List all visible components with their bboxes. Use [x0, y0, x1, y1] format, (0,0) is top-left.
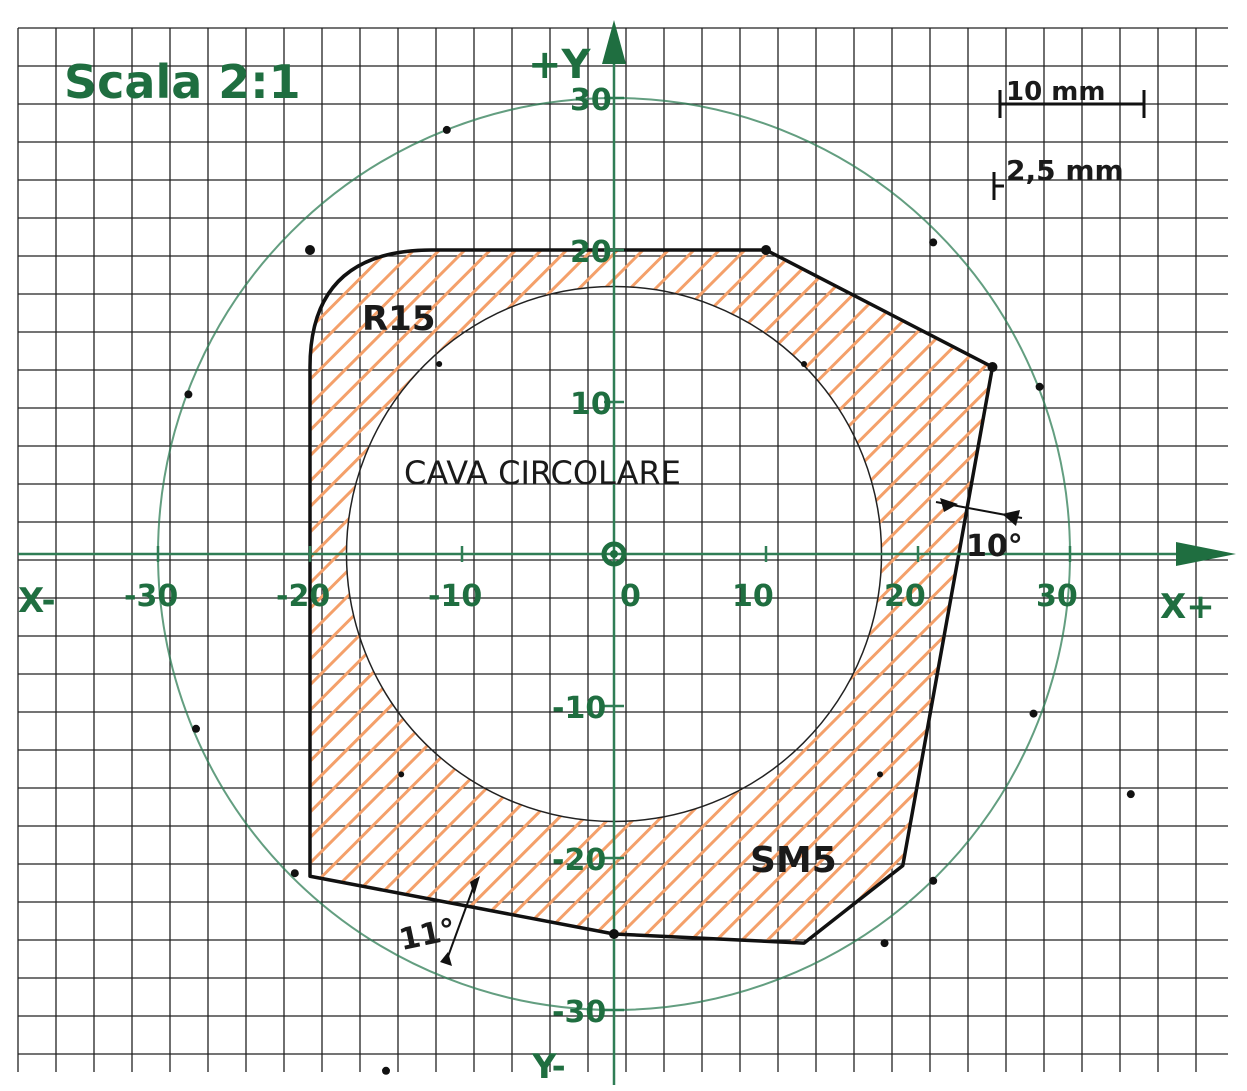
x-tick-label: 0: [620, 579, 641, 614]
pocket-point: [398, 771, 405, 778]
construction-point: [929, 876, 938, 885]
profile-points: [184, 125, 1135, 1075]
chamfer-label: SM5: [750, 840, 837, 881]
angle-bottom-arrows: [440, 876, 480, 966]
x-minus-label: X-: [18, 581, 56, 621]
construction-point: [442, 125, 451, 134]
x-tick-label: 30: [1036, 579, 1078, 614]
origin-marker: [601, 541, 627, 567]
legend-major-label: 10 mm: [1006, 77, 1105, 107]
vertex-point: [305, 245, 315, 255]
y-tick-label: 20: [570, 235, 612, 270]
construction-point: [290, 869, 299, 878]
construction-point: [880, 939, 889, 948]
scale-legend: 10 mm 2,5 mm: [992, 77, 1146, 200]
pocket-label: CAVA CIRCOLARE: [404, 454, 681, 492]
y-tick-label: 30: [570, 83, 612, 118]
origin-dot: [610, 550, 618, 558]
x-tick-label: -20: [276, 579, 330, 614]
construction-point: [184, 390, 193, 399]
angle-right-arrows: [935, 498, 1023, 526]
vertex-point: [609, 929, 619, 939]
construction-point: [192, 724, 200, 733]
x-tick-label: -10: [428, 579, 482, 614]
arrowhead-icon: [440, 952, 452, 966]
legend-minor-label: 2,5 mm: [1006, 154, 1124, 187]
angle-right-label: 10°: [966, 529, 1023, 564]
fillet-radius-label: R15: [362, 299, 436, 339]
y-tick-label: -20: [552, 843, 606, 878]
vertex-point: [761, 245, 771, 255]
pocket-point: [801, 361, 807, 367]
y-tick-label: -10: [552, 691, 606, 726]
x-tick-label: 10: [732, 579, 774, 614]
construction-point: [1035, 382, 1044, 391]
x-axis-arrow-icon: [1176, 542, 1236, 566]
construction-point: [1126, 790, 1135, 799]
y-tick-label: 10: [570, 387, 612, 422]
axes: [18, 20, 1236, 1085]
axis-ticks: [156, 96, 1072, 1012]
construction-point: [1029, 709, 1038, 718]
x-tick-label: 20: [884, 579, 926, 614]
arrowhead-icon: [940, 498, 958, 512]
construction-point: [382, 1066, 390, 1075]
y-axis-arrow-icon: [602, 20, 626, 64]
x-plus-label: X+: [1160, 587, 1215, 627]
x-tick-label: -30: [124, 579, 178, 614]
y-tick-label: -30: [552, 995, 606, 1030]
pocket-point: [436, 361, 443, 367]
arrowhead-icon: [470, 876, 480, 896]
axis-tick-labels: -30 -20 -10 0 10 20 30 30 20 10 -10 -20 -30: [124, 83, 1078, 1030]
construction-point: [929, 238, 938, 247]
vertex-point: [987, 362, 998, 373]
arrowhead-icon: [1002, 510, 1020, 526]
hatched-material: [310, 250, 993, 944]
y-minus-label: Y-: [531, 1047, 566, 1087]
y-plus-label: +Y: [528, 42, 592, 88]
scale-label: Scala 2:1: [64, 55, 301, 109]
pocket-point: [877, 771, 883, 778]
